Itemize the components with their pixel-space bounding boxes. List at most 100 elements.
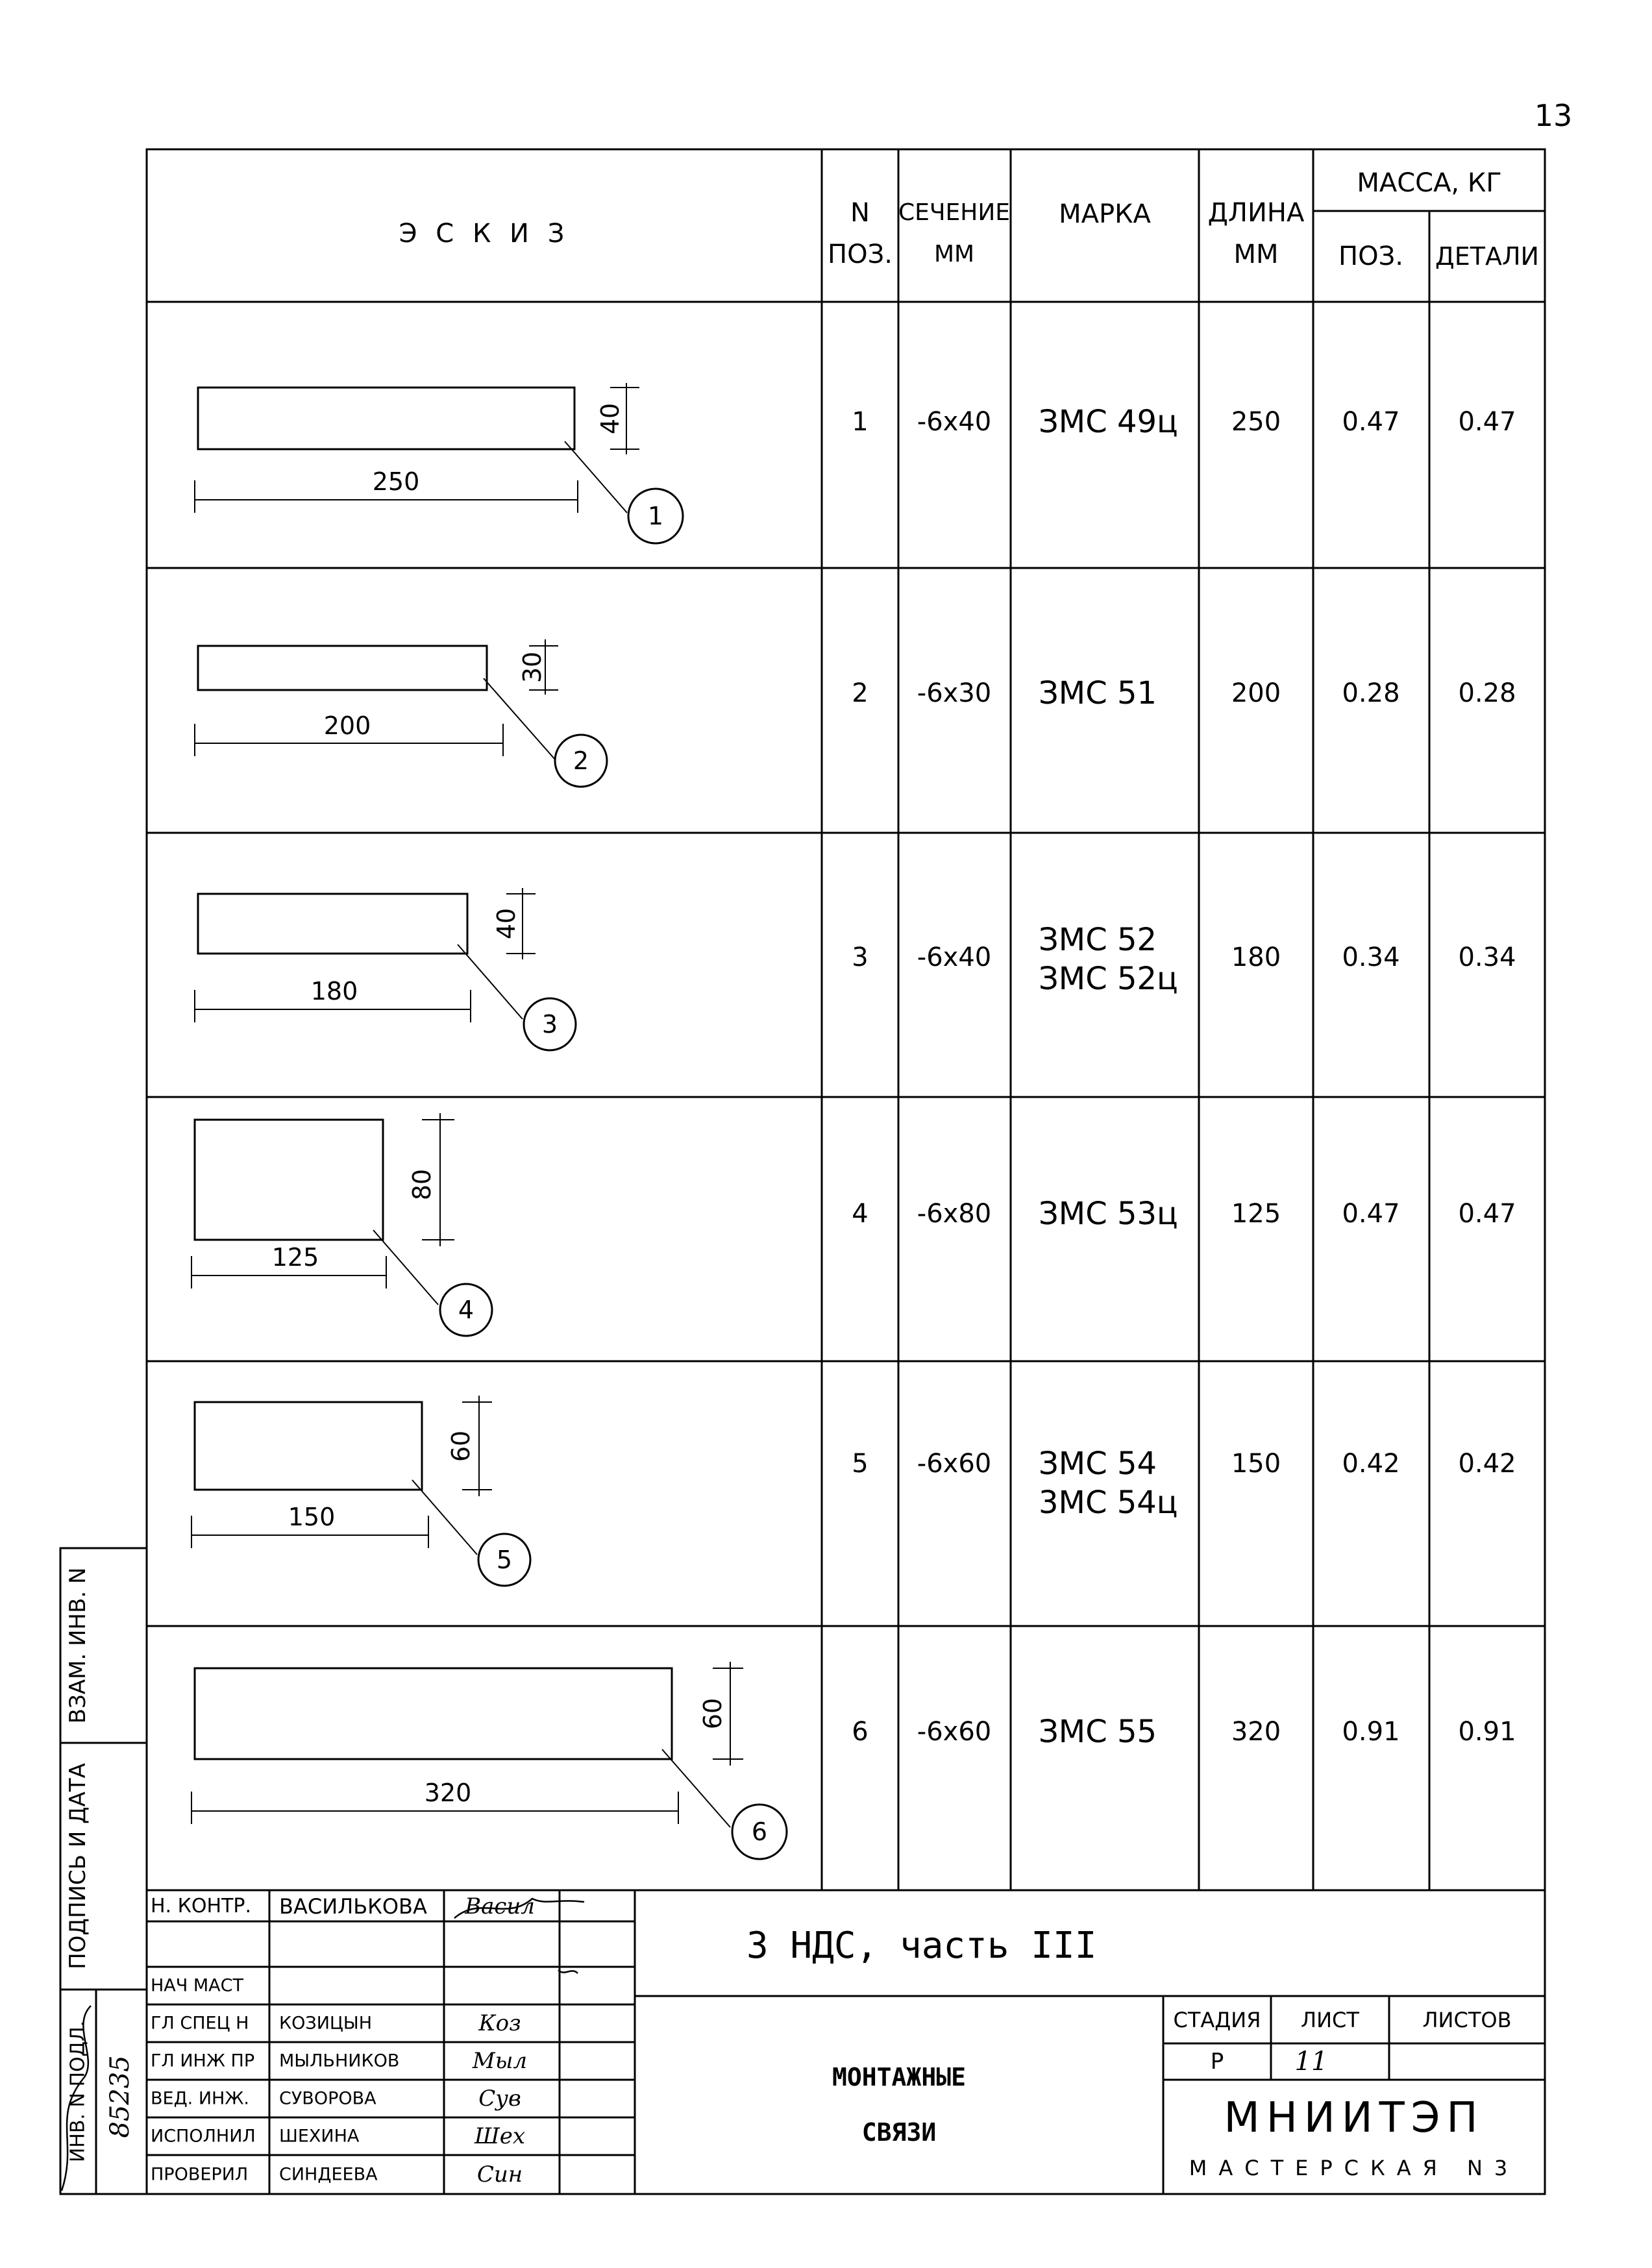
tb-sign-3: Мыл (472, 2048, 528, 2074)
tb-name-2: КОЗИЦЫН (279, 2013, 373, 2034)
row-6-length: 320 (1231, 1717, 1281, 1747)
header-section: СЕЧЕНИЕ (898, 199, 1011, 226)
row-1-mass-pos: 0.47 (1342, 407, 1400, 437)
tb-name-0: ВАСИЛЬКОВА (279, 1894, 427, 1919)
tb-project: 3 НДС, часть III (746, 1925, 1097, 1967)
row-1-mass-detail: 0.47 (1458, 407, 1516, 437)
row-1-section: -6x40 (917, 407, 992, 437)
row-2-mark: ЗМС 51 (1039, 675, 1157, 711)
row-5-mark: ЗМС 54 3МС 54ц (1039, 1446, 1178, 1521)
header-pos-n: N (850, 198, 870, 228)
row-3-callout: 3 (541, 1010, 558, 1039)
row-4-dim-height: 80 (408, 1168, 436, 1201)
tb-role-4: ВЕД. ИНЖ. (151, 2088, 250, 2109)
row-5-mass-pos: 0.42 (1342, 1449, 1400, 1479)
row-2-dim-width: 200 (323, 711, 371, 740)
side-stamp-inv-number: 85235 (105, 2055, 135, 2138)
tb-drawing-name-1: МОНТАЖНЫЕ (832, 2063, 966, 2091)
tb-sheet: 11 (1294, 2047, 1328, 2077)
header-mass: МАССА, КГ (1357, 168, 1502, 198)
row-4-length: 125 (1231, 1199, 1281, 1229)
row-2-mass-pos: 0.28 (1342, 678, 1400, 708)
row-4-mark: ЗМС 53ц (1039, 1196, 1178, 1232)
row-3-mass-detail: 0.34 (1458, 943, 1516, 972)
tb-stage: Р (1210, 2049, 1224, 2075)
row-6-section: -6x60 (917, 1717, 992, 1747)
tb-drawing-name-2: СВЯЗИ (861, 2118, 937, 2147)
tb-sign-6: Син (476, 2162, 523, 2188)
row-3-dim-height: 40 (492, 907, 521, 940)
row-5-length: 150 (1231, 1449, 1281, 1479)
row-2-callout: 2 (573, 746, 589, 775)
row-6-mass-pos: 0.91 (1342, 1717, 1400, 1747)
row-2-mass-detail: 0.28 (1458, 678, 1516, 708)
row-5-dim-height: 60 (447, 1430, 475, 1462)
side-stamp-inv-orig: ИНВ. N ПОДЛ. (66, 2020, 90, 2163)
tb-sheet-label: ЛИСТ (1301, 2008, 1359, 2032)
row-1-mark: ЗМС 49ц (1039, 404, 1178, 440)
row-3-mark: ЗМС 52 ЗМС 52ц (1039, 922, 1178, 997)
header-section-unit: ММ (933, 241, 975, 267)
tb-role-1: НАЧ МАСТ (151, 1975, 243, 1996)
row-6-mass-detail: 0.91 (1458, 1717, 1516, 1747)
row-1-callout: 1 (647, 502, 664, 530)
tb-org: МНИИТЭП (1224, 2094, 1485, 2142)
sketch-plate-3 (197, 893, 469, 955)
row-6-mark: ЗМС 55 (1039, 1714, 1157, 1750)
tb-role-2: ГЛ СПЕЦ Н (151, 2013, 249, 2034)
tb-workshop: МАСТЕРСКАЯ N3 (1189, 2156, 1520, 2180)
tb-name-4: СУВОРОВА (279, 2088, 376, 2109)
tb-sign-2: Коз (478, 2010, 521, 2036)
header-length: ДЛИНА (1207, 198, 1305, 228)
tb-role-5: ИСПОЛНИЛ (151, 2126, 256, 2147)
tb-sign-0: Васил (465, 1893, 535, 1919)
row-4-pos: 4 (852, 1199, 869, 1229)
row-2-pos: 2 (852, 678, 869, 708)
header-mass-detail: ДЕТАЛИ (1435, 242, 1539, 271)
row-4-mass-pos: 0.47 (1342, 1199, 1400, 1229)
sketch-plate-6 (193, 1667, 673, 1760)
row-6-pos: 6 (852, 1717, 869, 1747)
row-4-callout: 4 (458, 1296, 475, 1324)
row-3-dim-width: 180 (310, 977, 358, 1005)
header-sketch: Э С К И З (399, 219, 570, 249)
sketch-plate-4 (193, 1118, 384, 1241)
tb-role-0: Н. КОНТР. (151, 1895, 252, 1917)
sketch-plate-2 (197, 645, 488, 691)
header-pos-label: ПОЗ. (828, 240, 893, 269)
sheet-frame (145, 148, 1546, 2195)
row-2-length: 200 (1231, 678, 1281, 708)
row-3-mass-pos: 0.34 (1342, 943, 1400, 972)
row-1-length: 250 (1231, 407, 1281, 437)
side-stamp-inv-zam: ВЗАМ. ИНВ. N (65, 1567, 91, 1724)
header-mass-pos: ПОЗ. (1338, 241, 1403, 271)
row-6-dim-height: 60 (698, 1697, 727, 1730)
row-5-callout: 5 (496, 1546, 513, 1574)
row-4-dim-width: 125 (271, 1243, 319, 1272)
row-6-dim-width: 320 (424, 1779, 472, 1807)
tb-stage-label: СТАДИЯ (1173, 2008, 1261, 2032)
tb-name-6: СИНДЕЕВА (279, 2164, 378, 2185)
row-5-dim-width: 150 (288, 1503, 336, 1531)
row-3-pos: 3 (852, 943, 869, 972)
row-3-section: -6x40 (917, 943, 992, 972)
row-1-pos: 1 (852, 407, 869, 437)
row-5-mass-detail: 0.42 (1458, 1449, 1516, 1479)
sketch-plate-1 (197, 386, 576, 450)
tb-role-3: ГЛ ИНЖ ПР (151, 2051, 255, 2071)
sketch-plate-5 (193, 1401, 423, 1491)
row-1-dim-width: 250 (372, 467, 420, 496)
tb-role-6: ПРОВЕРИЛ (151, 2164, 249, 2185)
page-number: 13 (1534, 98, 1573, 133)
header-length-unit: ММ (1233, 240, 1279, 269)
row-3-length: 180 (1231, 943, 1281, 972)
tb-sign-4: Сув (478, 2086, 521, 2112)
row-2-section: -6x30 (917, 678, 992, 708)
tb-sheets-label: ЛИСТОВ (1422, 2008, 1512, 2032)
row-4-mass-detail: 0.47 (1458, 1199, 1516, 1229)
row-6-callout: 6 (751, 1818, 768, 1846)
row-5-section: -6x60 (917, 1449, 992, 1479)
header-mark: МАРКА (1059, 199, 1151, 229)
side-stamp-sign-date: ПОДПИСЬ И ДАТА (65, 1763, 91, 1969)
